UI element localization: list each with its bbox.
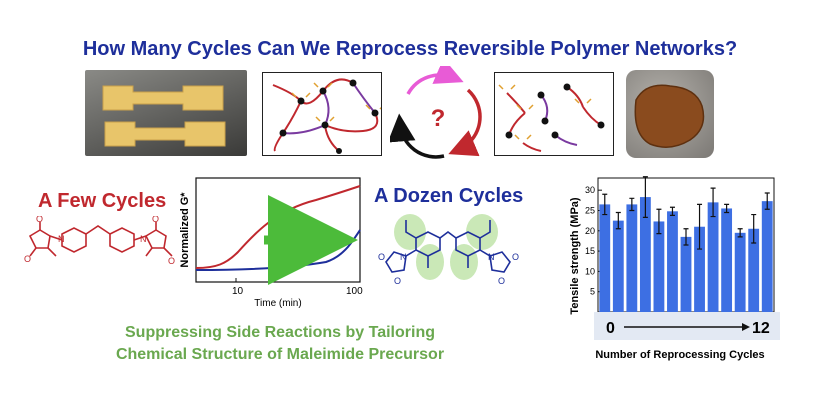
crosslinked-network-diagram [262, 72, 385, 156]
error-bar-cycle-2 [629, 197, 635, 212]
y-axis-label: Tensile strength (MPa) [569, 197, 581, 314]
svg-text:O: O [152, 216, 159, 224]
few-cycles-label: A Few Cycles [38, 190, 167, 212]
bar-cycle-7 [694, 226, 705, 312]
error-bar-cycle-5 [669, 206, 675, 216]
reprocessing-cycle-arrows: ? [387, 58, 486, 166]
error-bar-cycle-3 [642, 176, 648, 218]
svg-text:N: N [400, 252, 407, 262]
bar-cycle-10 [734, 232, 746, 312]
svg-text:O: O [24, 254, 31, 264]
x-axis-label: Time (min) [254, 298, 301, 309]
bar-cycle-8 [707, 202, 719, 312]
y-tick-label: 30 [585, 185, 595, 195]
error-bar-cycle-10 [737, 228, 743, 238]
caption-line-2: Chemical Structure of Maleimide Precurso… [115, 346, 445, 363]
rheology-plot: 10 100 Time (min) Normalized G* [176, 172, 366, 310]
dogbone-samples-photo [85, 70, 247, 156]
bar-cycle-2 [626, 204, 638, 312]
question-mark: ? [431, 105, 446, 132]
y-tick-label: 10 [585, 266, 595, 276]
svg-text:O: O [168, 256, 175, 266]
error-bar-cycle-0 [602, 193, 608, 216]
bar-cycle-12 [761, 201, 773, 312]
page-title: How Many Cycles Can We Reprocess Reversi… [82, 38, 738, 60]
svg-text:O: O [498, 276, 505, 286]
error-bar-cycle-6 [683, 228, 689, 246]
x-tick-label: 100 [346, 286, 363, 297]
svg-text:O: O [512, 252, 519, 262]
error-bar-cycle-7 [697, 203, 703, 250]
y-tick-label: 5 [590, 287, 595, 297]
bar-cycle-6 [680, 236, 692, 312]
reprocessed-film-photo [626, 70, 714, 158]
y-tick-label: 15 [585, 246, 595, 256]
bar-cycle-9 [721, 208, 733, 312]
error-bar-cycle-11 [751, 213, 757, 244]
error-bar-cycle-12 [764, 192, 770, 210]
svg-text:N: N [488, 252, 495, 262]
svg-text:O: O [394, 276, 401, 286]
x-tick-label: 10 [232, 286, 244, 297]
error-bar-cycle-9 [724, 203, 730, 214]
bismaleimide-structure-blue: N N O O O O [372, 212, 532, 288]
dozen-cycles-label: A Dozen Cycles [374, 185, 524, 207]
x-end-label: 12 [752, 320, 770, 337]
bar-cycle-11 [748, 228, 760, 312]
x-axis-label: Number of Reprocessing Cycles [595, 349, 764, 361]
bar-cycle-3 [639, 197, 651, 312]
x-start-label: 0 [606, 320, 615, 337]
y-tick-label: 20 [585, 226, 595, 236]
bar-cycle-4 [653, 221, 665, 312]
error-bar-cycle-8 [710, 187, 716, 218]
error-bar-cycle-4 [656, 208, 662, 235]
decrosslinked-network-diagram [494, 72, 614, 156]
svg-text:N: N [140, 234, 147, 244]
error-bar-cycle-1 [615, 211, 621, 230]
svg-text:O: O [36, 216, 43, 224]
cycle-axis-band [594, 312, 780, 340]
svg-text:O: O [378, 252, 385, 262]
bismaleimide-structure-red: O O O O N N [22, 214, 178, 282]
y-tick-label: 25 [585, 205, 595, 215]
svg-text:N: N [58, 234, 65, 244]
bar-cycle-0 [599, 204, 611, 312]
bar-cycle-5 [667, 211, 678, 312]
y-axis-label: Normalized G* [179, 192, 191, 268]
caption-line-1: Suppressing Side Reactions by Tailoring [125, 324, 435, 341]
bar-cycle-1 [612, 220, 624, 312]
